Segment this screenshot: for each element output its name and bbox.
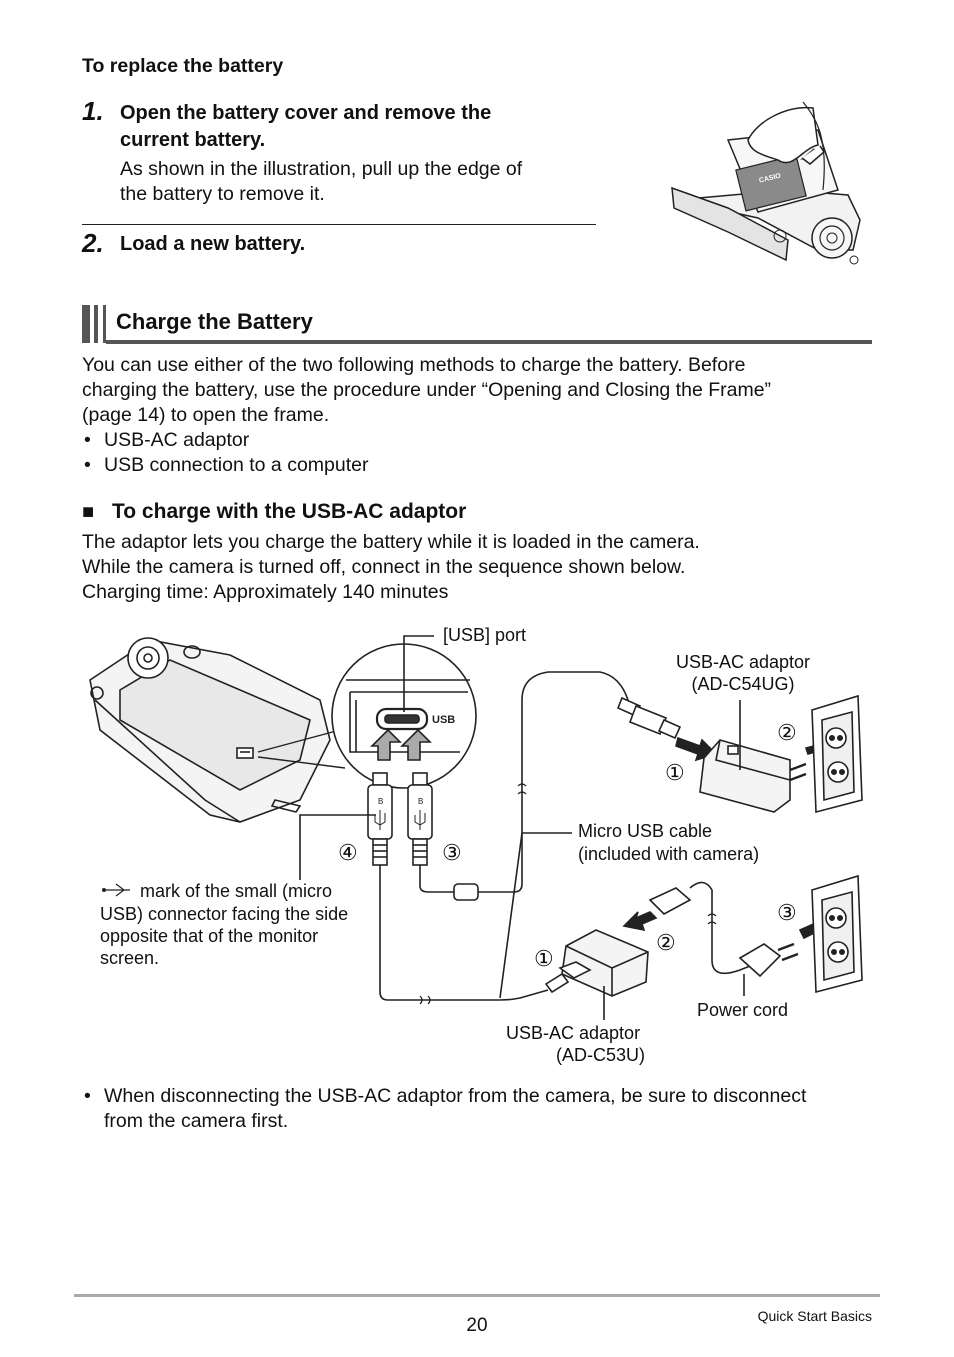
intro-line3: (page 14) to open the frame. xyxy=(82,404,330,426)
section-bar-1 xyxy=(82,305,90,343)
page-number: 20 xyxy=(466,1315,488,1336)
micro-usb-connector-4 xyxy=(367,772,393,866)
micro-usb-connector-3 xyxy=(407,772,433,866)
micro-usb-label-line2: (included with camera) xyxy=(578,844,759,864)
list-item: • USB-AC adaptor xyxy=(84,428,249,453)
camera-lens-icon xyxy=(127,637,169,679)
list-item: • USB connection to a computer xyxy=(84,453,368,478)
mark-label-line1: mark of the small (micro xyxy=(140,881,332,901)
step-number-3-bottom: ③ xyxy=(777,900,797,925)
wall-outlet-bottom xyxy=(811,874,863,994)
note-bullet: • xyxy=(84,1085,91,1107)
camera-illustration xyxy=(89,637,331,823)
intro-line1: You can use either of the two following … xyxy=(82,354,746,376)
usb-mark-icon xyxy=(104,883,130,897)
mark-label-line4: screen. xyxy=(100,948,159,968)
step-1-body-line1: As shown in the illustration, pull up th… xyxy=(120,158,523,180)
connector-letter-4: B xyxy=(378,797,383,806)
bullet-text: USB-AC adaptor xyxy=(104,429,250,451)
sub-body-line2: While the camera is turned off, connect … xyxy=(82,556,686,578)
section-title: Charge the Battery xyxy=(116,309,313,334)
step-1-title-line1: Open the battery cover and remove the xyxy=(120,102,492,124)
footer-rule xyxy=(74,1294,880,1297)
sub-body-line3: Charging time: Approximately 140 minutes xyxy=(82,581,449,603)
section-bar-3 xyxy=(103,305,106,343)
battery-icon xyxy=(735,154,807,212)
bullet: • xyxy=(84,429,91,451)
usb-port-text: USB xyxy=(432,714,455,726)
step-number-2-bottom: ② xyxy=(656,930,676,955)
micro-usb-cable xyxy=(478,671,629,893)
step-number-2-top: ② xyxy=(777,720,797,745)
adaptor-bottom-label-line1: USB-AC adaptor xyxy=(506,1023,640,1043)
lens-icon xyxy=(811,217,853,259)
wall-outlet-top xyxy=(811,694,863,814)
step-number-4: ④ xyxy=(338,840,358,865)
step-number-3: ③ xyxy=(442,840,462,865)
adaptor-bottom-label-line2: (AD-C53U) xyxy=(556,1045,645,1065)
note-line2: from the camera first. xyxy=(104,1110,289,1132)
battery-removal-illustration: CASIO xyxy=(671,101,861,265)
usb-ac-adaptor-top xyxy=(699,739,807,813)
mark-label-line3: opposite that of the monitor xyxy=(100,926,318,946)
step-1-number: 1. xyxy=(82,96,104,126)
hand-icon xyxy=(747,106,819,164)
power-cord xyxy=(648,881,799,978)
bullet-text: USB connection to a computer xyxy=(104,454,369,476)
step-1-body-line2: the battery to remove it. xyxy=(120,183,325,205)
replace-heading: To replace the battery xyxy=(82,55,284,77)
step-2-number: 2. xyxy=(82,228,104,258)
usb-ac-adaptor-bottom xyxy=(544,929,649,997)
step-2-title: Load a new battery. xyxy=(120,233,306,255)
connector-letter-3: B xyxy=(418,797,423,806)
micro-usb-cable-bottom xyxy=(379,865,549,1001)
micro-usb-label-line1: Micro USB cable xyxy=(578,821,712,841)
mark-label-line2: USB) connector facing the side xyxy=(100,904,348,924)
sub-heading: To charge with the USB-AC adaptor xyxy=(112,500,467,523)
lift-arrow-icon xyxy=(801,145,825,165)
sub-body-line1: The adaptor lets you charge the battery … xyxy=(82,531,700,553)
usb-port-label: [USB] port xyxy=(443,625,526,645)
note-line1: When disconnecting the USB-AC adaptor fr… xyxy=(104,1085,807,1107)
adaptor-top-label-line1: USB-AC adaptor xyxy=(676,652,810,672)
sub-heading-marker: ■ xyxy=(82,501,95,523)
usb-plug-top xyxy=(616,696,682,740)
section-underline xyxy=(106,340,872,344)
step-divider xyxy=(82,224,596,225)
connection-diagram: B B USB [USB] port USB-AC adaptor (AD-C5… xyxy=(89,625,863,1065)
step-number-1-top: ① xyxy=(665,760,685,785)
footer-section: Quick Start Basics xyxy=(757,1308,872,1324)
section-bar-2 xyxy=(94,305,98,343)
bullet: • xyxy=(84,454,91,476)
step-number-1-bottom: ① xyxy=(534,946,554,971)
power-cord-label: Power cord xyxy=(697,1000,788,1020)
step-1-title-line2: current battery. xyxy=(120,129,266,151)
intro-line2: charging the battery, use the procedure … xyxy=(82,379,772,401)
adaptor-top-label-line2: (AD-C54UG) xyxy=(691,674,794,694)
